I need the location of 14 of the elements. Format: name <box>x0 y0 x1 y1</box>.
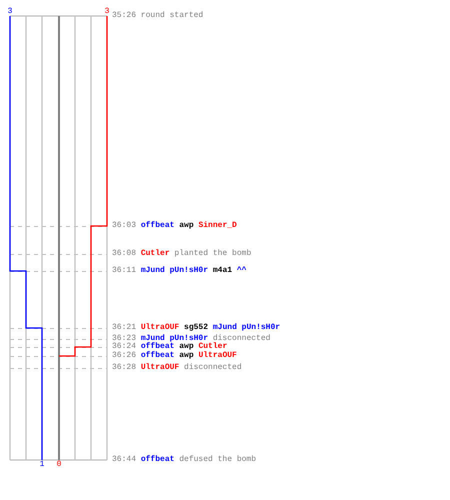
event-log-entry: 36:44 offbeat defused the bomb <box>112 456 256 464</box>
event-log-entry: 36:23 mJund pUn!sH0r disconnected <box>112 335 270 343</box>
alive-count-label: 0 <box>56 461 62 469</box>
event-log-entry: 36:03 offbeat awp Sinner_D <box>112 222 237 230</box>
event-log-entry: 36:11 mJund pUn!sH0r m4a1 ^^ <box>112 267 246 275</box>
event-log-entry: 36:28 UltraOUF disconnected <box>112 364 242 372</box>
alive-count-label: 1 <box>40 461 44 469</box>
alive-count-label: 3 <box>8 8 12 16</box>
alive-count-label: 3 <box>104 8 110 16</box>
event-log-entry: 36:08 Cutler planted the bomb <box>112 250 252 258</box>
event-log-entry: 36:21 UltraOUF sg552 mJund pUn!sH0r <box>112 324 280 332</box>
event-log-entry: 35:26 round started <box>112 12 204 20</box>
event-log-entry: 36:26 offbeat awp UltraOUF <box>112 352 237 360</box>
event-log-entry: 36:24 offbeat awp Cutler <box>112 343 228 351</box>
